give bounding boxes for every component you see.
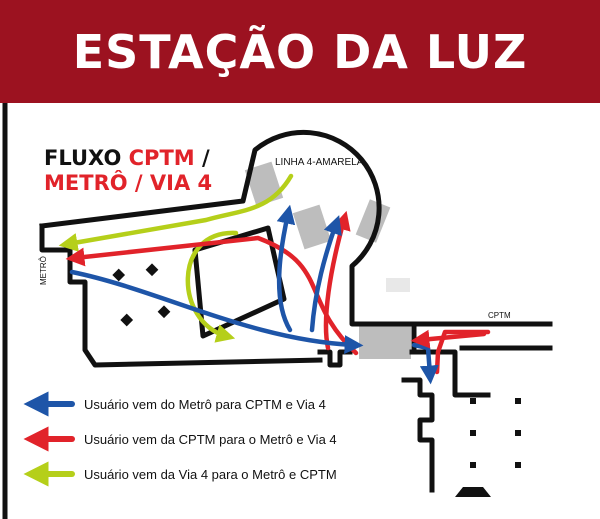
cptm-label: CPTM (488, 311, 511, 320)
title-banner: ESTAÇÃO DA LUZ (0, 0, 600, 103)
legend-item-green: Usuário vem da Via 4 para o Metrô e CPTM (23, 461, 337, 487)
lower-stairs-wall (401, 377, 435, 493)
flow-heading-line1: FLUXO CPTM / (44, 146, 210, 170)
grey-block (359, 325, 411, 359)
pillar (470, 430, 476, 436)
legend-text: Usuário vem da Via 4 para o Metrô e CPTM (84, 467, 337, 482)
legend-item-red: Usuário vem da CPTM para o Metrô e Via 4 (23, 426, 337, 452)
pillar (515, 398, 521, 404)
flow-heading-line2: METRÔ / VIA 4 (44, 170, 212, 195)
pillar (515, 430, 521, 436)
grey-block (292, 204, 332, 250)
red-arrow-to-via4 (323, 210, 351, 351)
cptm-lower-wall (409, 349, 491, 398)
legend-text: Usuário vem da CPTM para o Metrô e Via 4 (84, 432, 337, 447)
green-arrow-to-cptm (185, 230, 239, 343)
blue-arrow-to-via4-second (309, 215, 342, 333)
red-arrow-to-metro (65, 235, 359, 356)
pillar (145, 263, 159, 277)
small-step (317, 349, 353, 368)
left-outline (39, 223, 323, 368)
legend: Usuário vem do Metrô para CPTM e Via 4 U… (23, 391, 337, 487)
grey-block (386, 278, 410, 292)
flow-arrows (58, 173, 491, 385)
pillar (515, 462, 521, 468)
upper-wall (39, 129, 417, 351)
pillars (112, 263, 521, 497)
red-arrow-from-cptm (434, 329, 491, 375)
station-map-svg: FLUXO CPTM / METRÔ / VIA 4 LINHA 4-AMARE… (2, 103, 553, 519)
grey-blocks (244, 161, 411, 359)
stair-base (455, 487, 491, 497)
grey-block (355, 199, 391, 243)
pillar (470, 398, 476, 404)
legend-text: Usuário vem do Metrô para CPTM e Via 4 (84, 397, 326, 412)
station-walls (2, 103, 553, 519)
pillar (157, 305, 171, 319)
pillar (112, 268, 126, 282)
legend-item-blue: Usuário vem do Metrô para CPTM e Via 4 (23, 391, 326, 417)
linha4-label: LINHA 4-AMARELA (275, 157, 364, 168)
page-title: ESTAÇÃO DA LUZ (72, 24, 528, 79)
inner-block (192, 225, 287, 339)
blue-arrow-to-via4 (276, 204, 296, 333)
green-arrow-to-metro (58, 173, 294, 252)
red-arrow-cptm-entry (410, 329, 487, 349)
pillar (120, 313, 134, 327)
blue-arrow-to-cptm (69, 269, 364, 354)
metro-label: METRÔ (39, 256, 48, 285)
station-map: FLUXO CPTM / METRÔ / VIA 4 LINHA 4-AMARE… (0, 103, 600, 519)
pillar (470, 462, 476, 468)
